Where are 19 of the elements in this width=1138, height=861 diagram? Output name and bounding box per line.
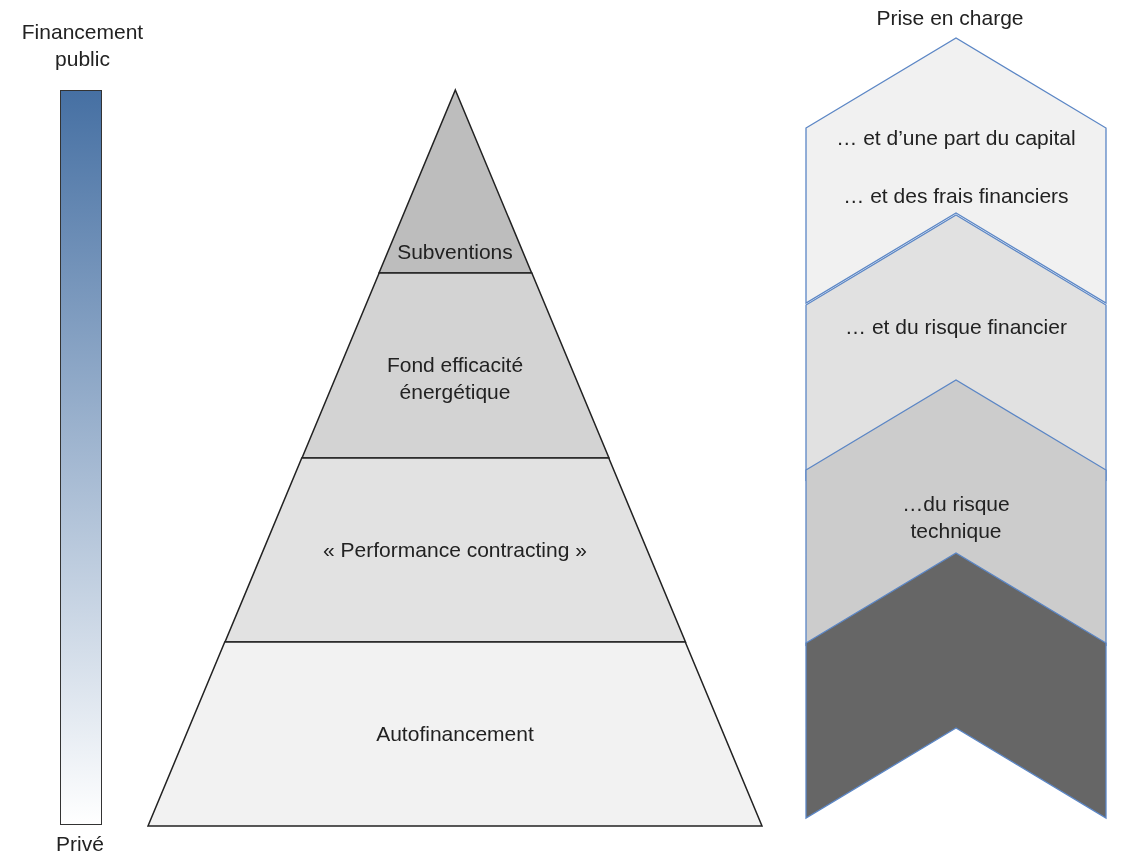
gradient-bar [60, 90, 102, 825]
layer-label: « Performance contracting » [322, 537, 588, 563]
chevron-label: … et des frais financiers [842, 183, 1070, 209]
pyramid-layer [224, 458, 686, 642]
layer-label: Autofinancement [375, 721, 535, 747]
chevron-shape [806, 380, 1106, 645]
chevron-label: …du risque technique [901, 491, 1011, 545]
layer-label: Fond efficacité énergétique [385, 352, 525, 406]
chevron-label: … et d’une part du capital [835, 125, 1077, 151]
pyramid-layer [301, 273, 609, 458]
axis-end-label: Privé [55, 831, 105, 857]
column-heading: Prise en charge [875, 5, 1025, 31]
chevron-shape [806, 553, 1106, 818]
chevron-shape [806, 38, 1106, 303]
pyramid-layer [148, 642, 762, 826]
layer-label: Subventions [396, 239, 514, 265]
axis-end-label: Financement public [20, 19, 145, 73]
pyramid-top-triangle [378, 90, 532, 273]
chevron-label: … et du risque financier [844, 314, 1068, 340]
